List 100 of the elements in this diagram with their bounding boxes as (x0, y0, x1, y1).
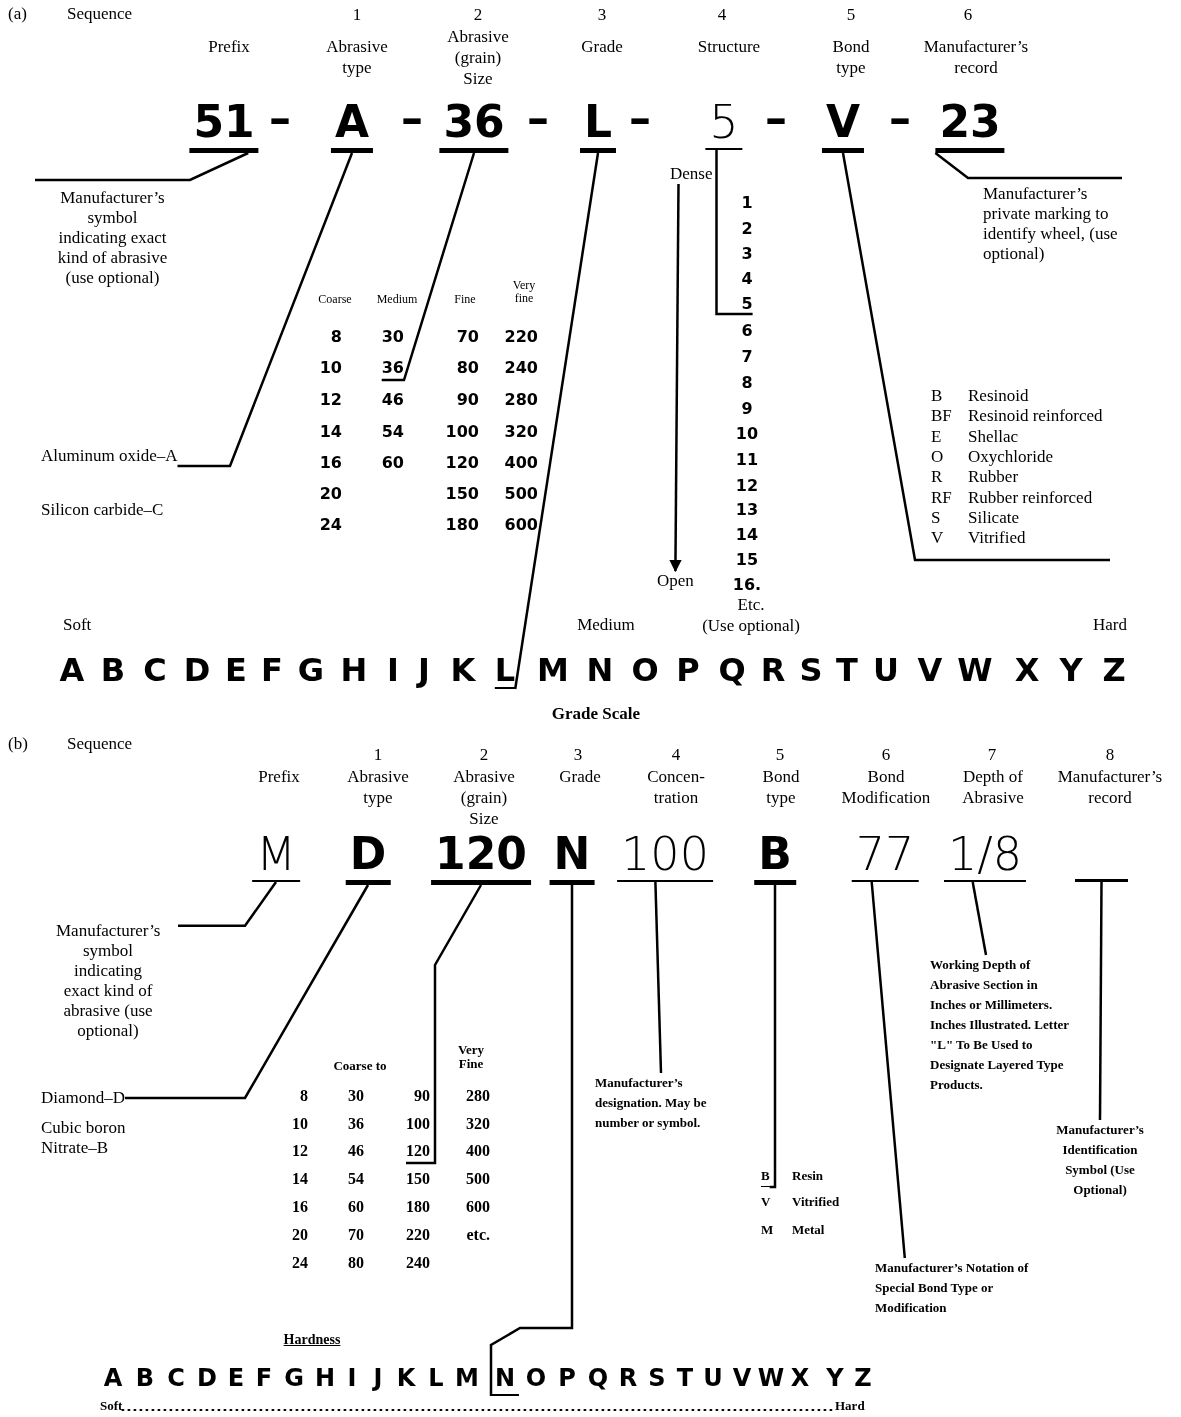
field-heading: Bond type (831, 36, 871, 78)
grain-number: etc. (466, 1225, 490, 1245)
leader-line (513, 152, 600, 690)
grain-number: 14 (319, 422, 342, 442)
scale-end-label: Open (657, 571, 694, 591)
note-text: Manufacturer’s designation. May be number or symbol. (595, 1073, 715, 1133)
grain-number: 100 (406, 1114, 430, 1134)
scale-end-label: Hard (1093, 615, 1127, 635)
grain-number: 70 (456, 327, 479, 347)
grain-number: 60 (348, 1197, 364, 1217)
bond-code: B (761, 1166, 770, 1187)
grade-letter: D (183, 650, 211, 690)
grain-number: 12 (319, 390, 342, 410)
grain-number: 20 (319, 484, 342, 504)
grain-number: 16 (319, 453, 342, 473)
grain-number: 280 (504, 390, 538, 410)
structure-number: 4 (741, 269, 753, 289)
grade-letter: Y (1059, 650, 1083, 690)
structure-number: 11 (735, 450, 759, 470)
bond-name: Resin (792, 1167, 824, 1185)
structure-number: 8 (741, 373, 753, 393)
column-header: Medium (376, 293, 418, 306)
grade-letter: I (387, 650, 399, 690)
grade-letter: M (455, 1363, 479, 1394)
grade-letter: A (59, 650, 85, 690)
bond-code: S (931, 507, 941, 528)
grade-letter: V (732, 1363, 752, 1394)
field-heading: Abrasive type (325, 36, 389, 78)
leader-line (1098, 882, 1103, 1120)
structure-number: 7 (741, 347, 753, 367)
bond-name: Rubber (968, 467, 1019, 488)
grain-number: 80 (348, 1253, 364, 1273)
grade-letter: W (757, 1363, 785, 1394)
grade-letter: R (760, 650, 786, 690)
grain-number: 90 (414, 1086, 430, 1106)
grade-letter: X (790, 1363, 810, 1394)
structure-number: 10 (735, 424, 759, 444)
leader-line (489, 885, 574, 1396)
arrow (669, 184, 682, 573)
bond-code: M (761, 1221, 774, 1239)
grade-letter: I (347, 1363, 357, 1394)
note-text: Manufacturer’s symbol indicating exact kind of abrasive (use optional) (38, 913, 178, 1041)
scale-title: Hardness (283, 1331, 341, 1349)
grain-number: 46 (381, 390, 404, 410)
grade-letter: H (314, 1363, 336, 1394)
leader-line (406, 884, 483, 1165)
field-heading: Prefix (258, 766, 300, 787)
note-text: Diamond–D (41, 1088, 126, 1108)
grain-number: 30 (381, 327, 404, 347)
field-heading: Structure (697, 36, 761, 57)
note-text: Manufacturer’s private marking to identify wheel, (use optional) (968, 178, 1122, 264)
note-text: Etc. (737, 595, 765, 615)
grain-number: 90 (456, 390, 479, 410)
structure-number: 6 (741, 321, 753, 341)
separator-dash: – (889, 96, 911, 140)
grain-number: 150 (406, 1169, 430, 1189)
structure-number: 12 (735, 476, 759, 496)
panel-tag: (b) (8, 733, 28, 754)
grain-number: 400 (504, 453, 538, 473)
position-number: 7 (987, 744, 997, 765)
bond-name: Oxychloride (968, 446, 1053, 467)
position-number: 2 (473, 4, 483, 25)
grain-number: 10 (319, 358, 342, 378)
grain-number: 54 (348, 1169, 364, 1189)
position-number: 4 (671, 744, 681, 765)
separator-dash: – (269, 96, 291, 140)
leader-line (870, 881, 907, 1259)
scale-end-label: Hard (835, 1396, 865, 1416)
leader-line (178, 881, 278, 928)
grade-letter: V (917, 650, 943, 690)
grade-letter: M (537, 650, 569, 690)
scale-end-label: Soft (100, 1396, 123, 1416)
field-heading: Abrasive type (346, 766, 410, 808)
grade-letter: T (676, 1363, 694, 1394)
grain-number: 8 (300, 1086, 308, 1106)
note-text: (Use optional) (702, 616, 800, 636)
grade-letter: E (227, 1363, 245, 1394)
grain-number: 240 (504, 358, 538, 378)
grade-letter: L (494, 653, 516, 689)
grade-letter: N (490, 1362, 520, 1396)
grain-number: 400 (466, 1141, 490, 1161)
bond-code: V (761, 1193, 771, 1211)
bond-name: Resinoid reinforced (968, 406, 1103, 427)
grain-number: 10 (292, 1114, 308, 1134)
field-heading: Manufacturer’s record (922, 36, 1030, 78)
grade-letter: Z (1102, 650, 1126, 690)
bond-name: Resinoid (968, 386, 1029, 406)
grade-letter: G (297, 650, 325, 690)
grain-number: 280 (466, 1086, 490, 1106)
grade-letter: S (799, 650, 823, 690)
column-header: Coarse to (333, 1059, 387, 1073)
note-text: Aluminum oxide–A (41, 446, 178, 466)
grade-letter: B (135, 1363, 155, 1394)
grain-number: 240 (406, 1253, 430, 1273)
grain-number: 36 (348, 1114, 364, 1134)
grain-number: 24 (292, 1253, 308, 1273)
field-heading: Grade (581, 36, 623, 57)
grade-letter: B (100, 650, 126, 690)
note-text: Cubic boron Nitrate–B (41, 1118, 127, 1158)
grain-number: 120 (406, 1141, 430, 1163)
